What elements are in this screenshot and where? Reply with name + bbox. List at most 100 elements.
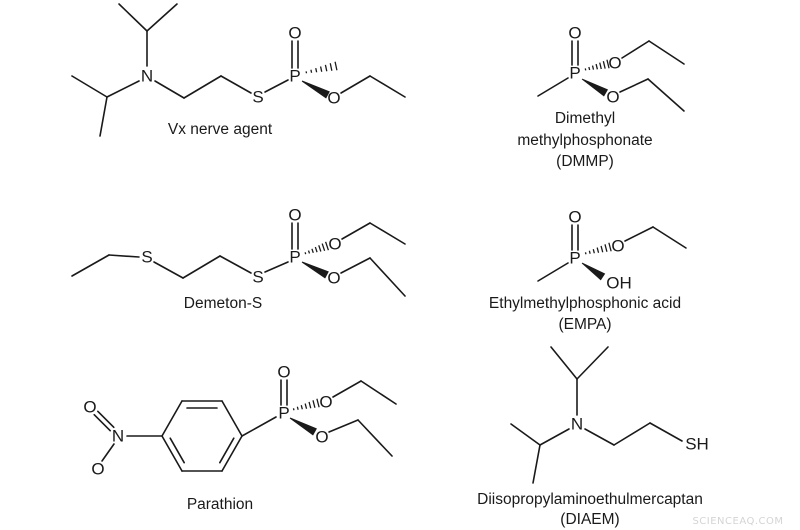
bond: [510, 423, 541, 446]
atom-label: N: [571, 415, 583, 434]
molecule-name: Demeton-S: [184, 295, 262, 312]
ring-inner-double-bond: [219, 437, 235, 464]
hashed-wedge-bond: [292, 398, 320, 411]
bond: [71, 75, 108, 98]
bond: [532, 444, 541, 484]
bond: [357, 419, 393, 457]
bond: [99, 96, 108, 137]
hashed-wedge-stroke: [596, 247, 600, 253]
atom-label: P: [289, 248, 300, 267]
bond: [71, 254, 110, 277]
ring-bond: [161, 435, 183, 472]
molecule-abbreviation: (DIAEM): [560, 511, 619, 528]
bond: [621, 40, 650, 59]
hashed-wedge-stroke: [588, 66, 591, 71]
hashed-wedge-stroke: [324, 241, 330, 251]
bold-wedge-bond: [581, 78, 609, 97]
bold-wedge-bond: [289, 417, 317, 436]
atom-label: S: [252, 268, 263, 287]
atom-label: P: [289, 67, 300, 86]
hashed-wedge-stroke: [592, 248, 595, 254]
bond: [183, 75, 222, 99]
hashed-wedge-stroke: [604, 244, 608, 252]
bond: [264, 79, 289, 93]
molecule-diaem: N SH Diisopropylaminoethulmercaptan (DIA…: [477, 346, 709, 528]
atom-label: O: [315, 428, 328, 447]
molecule-name: methylphosphonate: [517, 132, 652, 149]
atom-label: P: [569, 64, 580, 83]
atom-label: SH: [685, 435, 709, 454]
benzene-ring: [161, 400, 243, 472]
bond: [537, 77, 569, 97]
bond: [182, 255, 221, 279]
bond: [328, 419, 359, 433]
atom-label: O: [328, 235, 341, 254]
molecule-abbreviation: (DMMP): [556, 153, 614, 170]
bond: [153, 261, 184, 279]
hashed-wedge-stroke: [329, 63, 333, 71]
atom-label: N: [112, 427, 124, 446]
atom-label: O: [327, 269, 340, 288]
bond: [340, 257, 371, 274]
atom-label: O: [319, 393, 332, 412]
bond: [101, 443, 115, 462]
atom-label: O: [608, 54, 621, 73]
hashed-wedge-stroke: [314, 246, 318, 253]
bond: [537, 262, 569, 282]
bold-wedge-bond: [301, 261, 329, 279]
bond: [550, 346, 578, 380]
hashed-wedge-stroke: [600, 245, 604, 253]
molecule-name: Parathion: [187, 496, 253, 513]
hashed-wedge-stroke: [319, 66, 323, 72]
molecule-empa: P O O OH Ethylmethylphosphonic acid (EMP…: [489, 208, 687, 333]
bond: [106, 80, 140, 98]
atom-label: O: [288, 24, 301, 43]
atom-label: P: [278, 404, 289, 423]
molecule-name: Vx nerve agent: [168, 121, 273, 138]
molecule-demeton-s: S S P O O O Demeton-S: [71, 206, 406, 312]
double-bond-line: [97, 410, 115, 429]
bold-wedge-bond: [301, 80, 330, 99]
hashed-wedge-stroke: [608, 242, 612, 252]
hashed-wedge-stroke: [292, 408, 295, 411]
hashed-wedge-stroke: [318, 245, 322, 252]
bond: [619, 78, 649, 93]
hashed-wedge-bond: [584, 242, 612, 255]
hashed-wedge-stroke: [595, 63, 599, 70]
hashed-wedge-stroke: [334, 61, 338, 71]
hashed-wedge-stroke: [324, 64, 328, 72]
bond: [652, 226, 687, 249]
bond: [332, 380, 362, 398]
bond: [340, 75, 371, 94]
hashed-wedge-stroke: [300, 404, 303, 410]
atom-label: P: [569, 249, 580, 268]
molecule-vx: N S P O O Vx nerve agent: [71, 3, 406, 138]
hashed-wedge-bond: [304, 241, 330, 255]
bond: [584, 428, 615, 446]
ring-bond: [161, 400, 183, 437]
atom-label: O: [288, 206, 301, 225]
bond: [624, 226, 654, 242]
hashed-wedge-stroke: [311, 248, 314, 254]
atom-label: S: [252, 88, 263, 107]
atom-label: S: [141, 248, 152, 267]
hashed-wedge-stroke: [304, 252, 307, 255]
molecule-name: Diisopropylaminoethulmercaptan: [477, 491, 703, 508]
atom-label: O: [91, 460, 104, 479]
atom-label: O: [606, 88, 619, 107]
hashed-wedge-stroke: [312, 400, 316, 408]
hashed-wedge-stroke: [316, 398, 320, 408]
hashed-wedge-bond: [305, 61, 338, 74]
hashed-wedge-stroke: [308, 401, 312, 409]
molecule-name: Dimethyl: [555, 110, 615, 127]
ring-inner-double-bond: [169, 437, 185, 464]
atom-label: N: [141, 67, 153, 86]
ring-bond: [221, 400, 243, 437]
bond: [369, 222, 406, 245]
hashed-wedge-stroke: [591, 65, 595, 70]
double-bond-line: [93, 413, 111, 432]
molecule-dmmp: P O O O Dimethyl methylphosphonate (DMMP…: [517, 24, 685, 170]
bond: [613, 422, 651, 446]
bond: [219, 255, 252, 274]
